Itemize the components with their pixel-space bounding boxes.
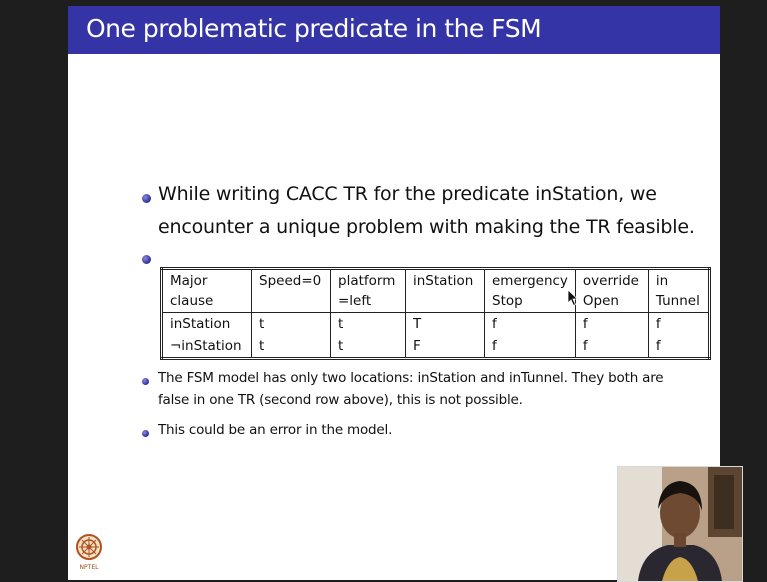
table-cell: f [484,335,576,359]
table-cell: f [647,335,711,359]
header-text: emergency [492,273,568,289]
bullet-1-line-1: While writing CACC TR for the predicate … [158,183,657,205]
bullet-3-line-2: false in one TR (second row above), this… [158,392,523,408]
header-text: =left [338,293,372,309]
slide: One problematic predicate in the FSM Whi… [68,6,720,580]
table-header-cell: Speed=0 [251,268,331,313]
header-text: in [655,273,669,289]
table-cell: ¬inStation [161,335,252,359]
table-cell: f [574,312,649,335]
table-header-cell: inStation [405,268,485,313]
nptel-logo-icon [76,534,102,560]
header-text: Major [170,273,208,289]
header-text: platform [338,273,396,289]
test-requirements-table: Major clause Speed=0 platform =left inStat… [160,267,711,360]
table-cell: t [251,335,331,359]
table-header-cell: platform =left [330,268,406,313]
header-text: Speed=0 [259,273,322,289]
bullet-4-text: This could be an error in the model. [158,422,393,438]
header-text: Tunnel [655,293,700,309]
table-cell: inStation [161,312,252,335]
table-header-cell: Major clause [161,268,252,313]
bullet-icon [142,255,151,264]
table-cell: f [574,335,649,359]
logo-label: NPTEL [79,564,99,571]
table-cell: T [405,312,485,335]
nptel-logo: NPTEL [74,532,104,576]
table-row: inStation t t T f f f [161,312,711,335]
header-text: inStation [413,273,474,289]
header-text: Stop [492,293,523,309]
presenter-webcam-video [617,466,743,582]
header-text: clause [170,293,214,309]
title-bar: One problematic predicate in the FSM [68,6,720,54]
presenter-image [618,467,742,581]
table-cell: t [330,335,406,359]
table-cell: f [647,312,711,335]
slide-title: One problematic predicate in the FSM [86,14,542,43]
header-text: override [582,273,639,289]
mouse-cursor-icon [567,289,579,307]
table-cell: t [251,312,331,335]
header-text: Open [582,293,619,309]
bullet-icon [142,430,149,437]
bullet-1-line-2: encounter a unique problem with making t… [158,216,695,238]
table-cell: F [405,335,485,359]
bullet-icon [142,378,149,385]
table-row: ¬inStation t t F f f f [161,335,711,359]
table-cell: f [484,312,576,335]
bullet-3-line-1: The FSM model has only two locations: in… [158,370,664,386]
table-header-row: Major clause Speed=0 platform =left inStat… [161,268,711,313]
table-cell: t [330,312,406,335]
bullet-icon [142,194,151,203]
